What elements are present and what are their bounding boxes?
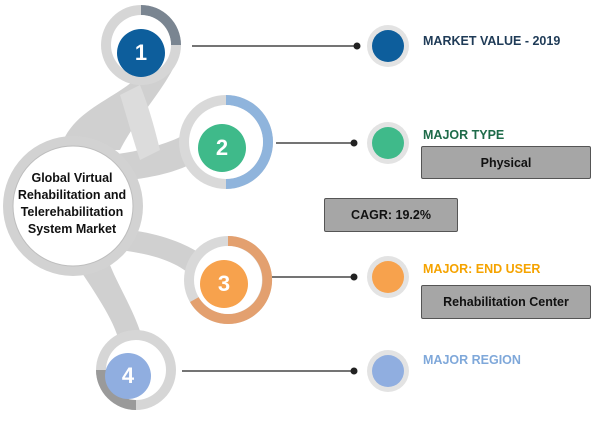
node-1-ring-accent: [141, 5, 181, 45]
cagr-value: 19.2%: [395, 208, 431, 222]
hub-line: Rehabilitation and: [17, 188, 127, 202]
hub-line: Global Virtual: [31, 171, 113, 185]
hub-circle: [12, 145, 134, 267]
node-4-disc: [105, 353, 151, 399]
cagr-box: CAGR: 19.2%: [324, 198, 458, 232]
major-type-value: Physical: [480, 155, 532, 170]
hub-line: System Market: [27, 222, 117, 236]
connector-2-dot: [350, 139, 358, 147]
node-3-disc: [200, 260, 248, 308]
cagr-label: CAGR:: [351, 208, 393, 222]
connector-3-dot: [350, 273, 358, 281]
node-2-number: 2: [215, 135, 229, 160]
node-1-number: 1: [134, 40, 148, 65]
heading-major-type: MAJOR TYPE: [423, 128, 505, 142]
heading-major-region: MAJOR REGION: [423, 353, 521, 367]
end-user-value: Rehabilitation Center: [443, 295, 569, 309]
node-2-disc: [198, 124, 246, 172]
badge-4-disc: [372, 355, 404, 387]
badge-3-disc: [372, 261, 404, 293]
badge-2-disc: [372, 127, 404, 159]
hub-label: Global Virtual Rehabilitation and Telere…: [14, 170, 130, 238]
branch-shape: [80, 265, 145, 350]
connector-1-dot: [353, 42, 361, 50]
badge-1-disc: [372, 30, 404, 62]
heading-market-value: MARKET VALUE - 2019: [423, 34, 561, 48]
node-1-disc: [117, 29, 165, 77]
node-4-number: 4: [121, 363, 135, 388]
node-2-ring-accent: [226, 95, 273, 189]
major-type-value-box: Physical: [421, 146, 591, 179]
connector-4-dot: [350, 367, 358, 375]
hub-line: Telerehabilitation: [20, 205, 124, 219]
end-user-value-box: Rehabilitation Center: [421, 285, 591, 319]
branch-shape: [120, 85, 160, 160]
node-3-number: 3: [217, 271, 231, 296]
heading-end-user: MAJOR: END USER: [423, 262, 541, 276]
